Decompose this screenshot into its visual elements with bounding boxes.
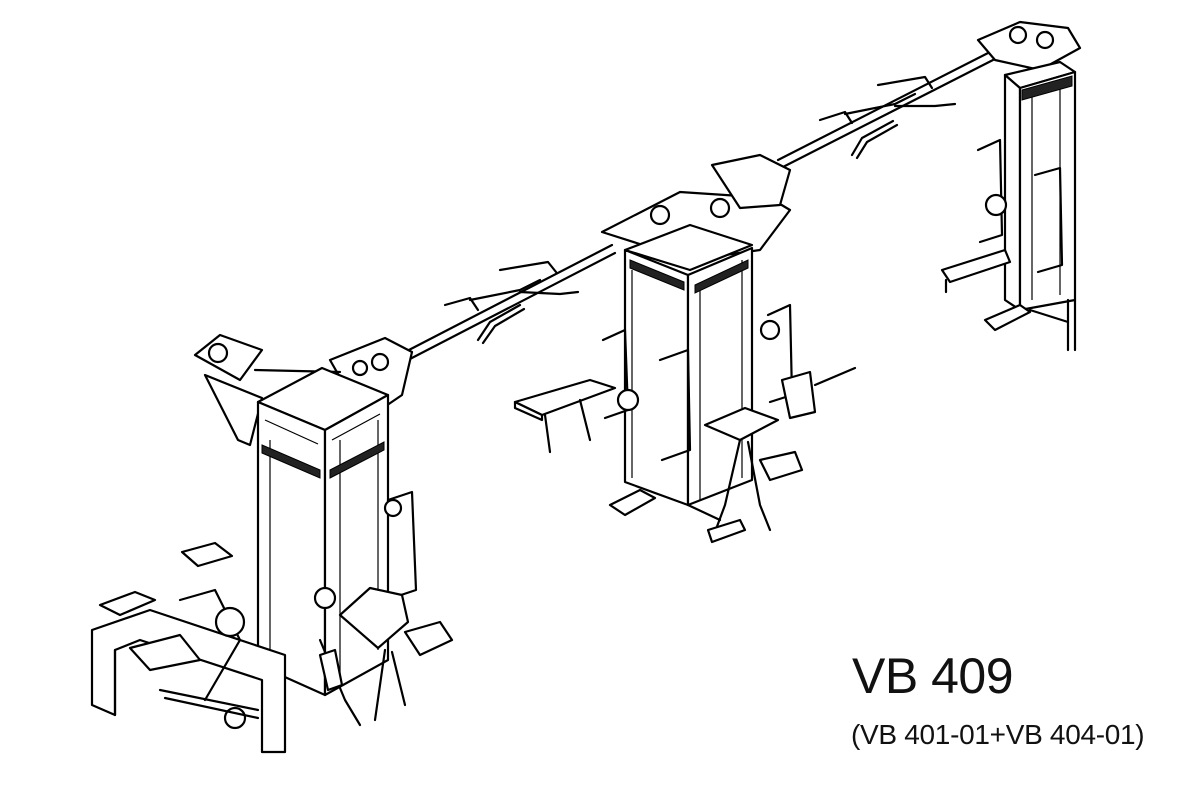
pull-up-bar-right — [818, 75, 957, 160]
model-number: VB 409 — [852, 648, 1014, 704]
model-combination: (VB 401-01+VB 404-01) — [851, 719, 1145, 750]
pull-up-bar-left — [443, 260, 580, 345]
center-station — [513, 153, 857, 544]
right-station — [940, 20, 1082, 352]
left-station — [90, 333, 454, 754]
